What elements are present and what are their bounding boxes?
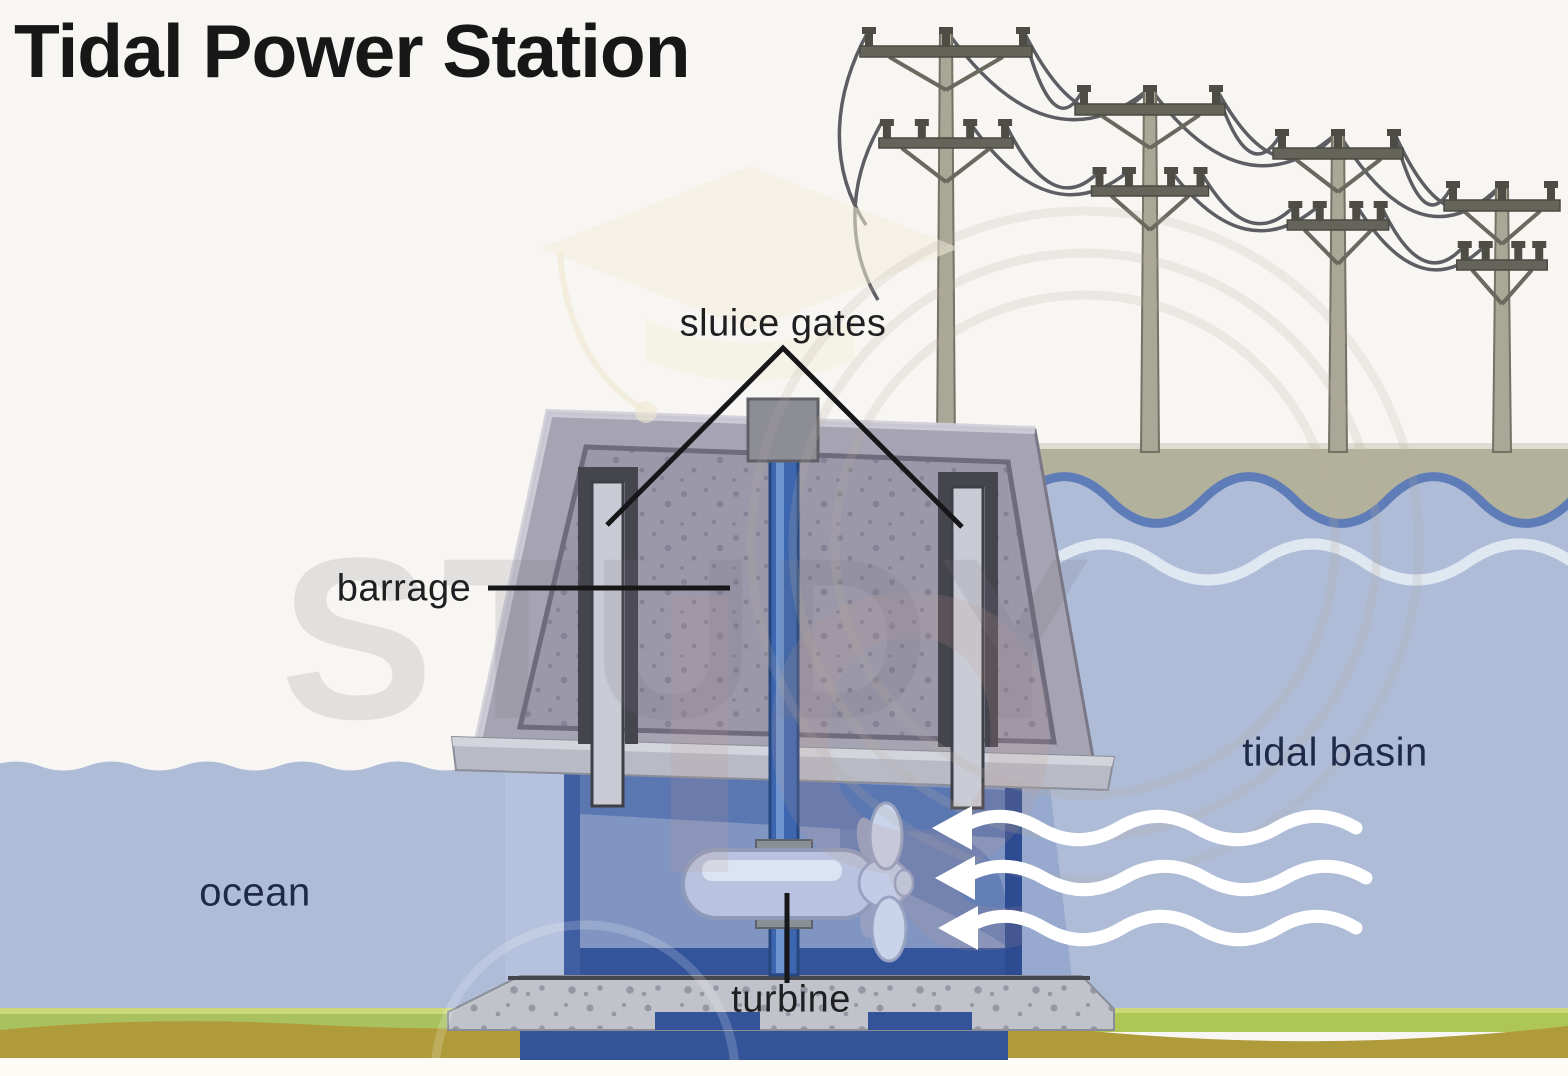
label-sluice-gates: sluice gates <box>679 302 887 345</box>
turbine <box>681 801 915 963</box>
sluice-gate-right <box>938 472 998 810</box>
sluice-gate-right-slat <box>950 485 985 810</box>
tidal-basin-water <box>1013 472 1568 1032</box>
sluice-gates-pointer <box>605 344 964 529</box>
label-turbine: turbine <box>731 978 851 1021</box>
shaft-cap <box>746 397 820 463</box>
foundation <box>447 975 1115 1031</box>
pointer-lines <box>488 344 964 983</box>
power-pole-1 <box>859 27 1033 453</box>
watermark: STUDY IQ <box>280 166 1424 1076</box>
structure-base <box>520 1028 1008 1060</box>
ocean-water <box>0 761 565 1014</box>
propeller-blade-bottom <box>870 895 908 963</box>
sluice-gate-left <box>578 467 638 808</box>
bottom-margin <box>0 1058 1568 1076</box>
label-barrage: barrage <box>336 567 472 610</box>
page-title: Tidal Power Station <box>14 9 691 93</box>
propeller-blade-top <box>868 801 904 871</box>
sluice-gates <box>578 467 998 810</box>
seabed <box>0 1008 1568 1060</box>
power-pole-3 <box>1272 129 1404 453</box>
powerhouse-left-wall <box>505 768 564 1000</box>
sluice-gate-left-slat <box>590 480 625 808</box>
power-pole-2 <box>1074 85 1226 453</box>
watermark-text-study: STUDY <box>280 510 1100 767</box>
power-pole-4 <box>1443 181 1561 453</box>
label-tidal-basin: tidal basin <box>1242 730 1428 775</box>
watermark-graduation-cap <box>540 166 960 330</box>
label-ocean: ocean <box>199 870 311 915</box>
watermark-text-iq: IQ <box>644 510 1066 957</box>
water-flow-arrows <box>932 806 1373 950</box>
